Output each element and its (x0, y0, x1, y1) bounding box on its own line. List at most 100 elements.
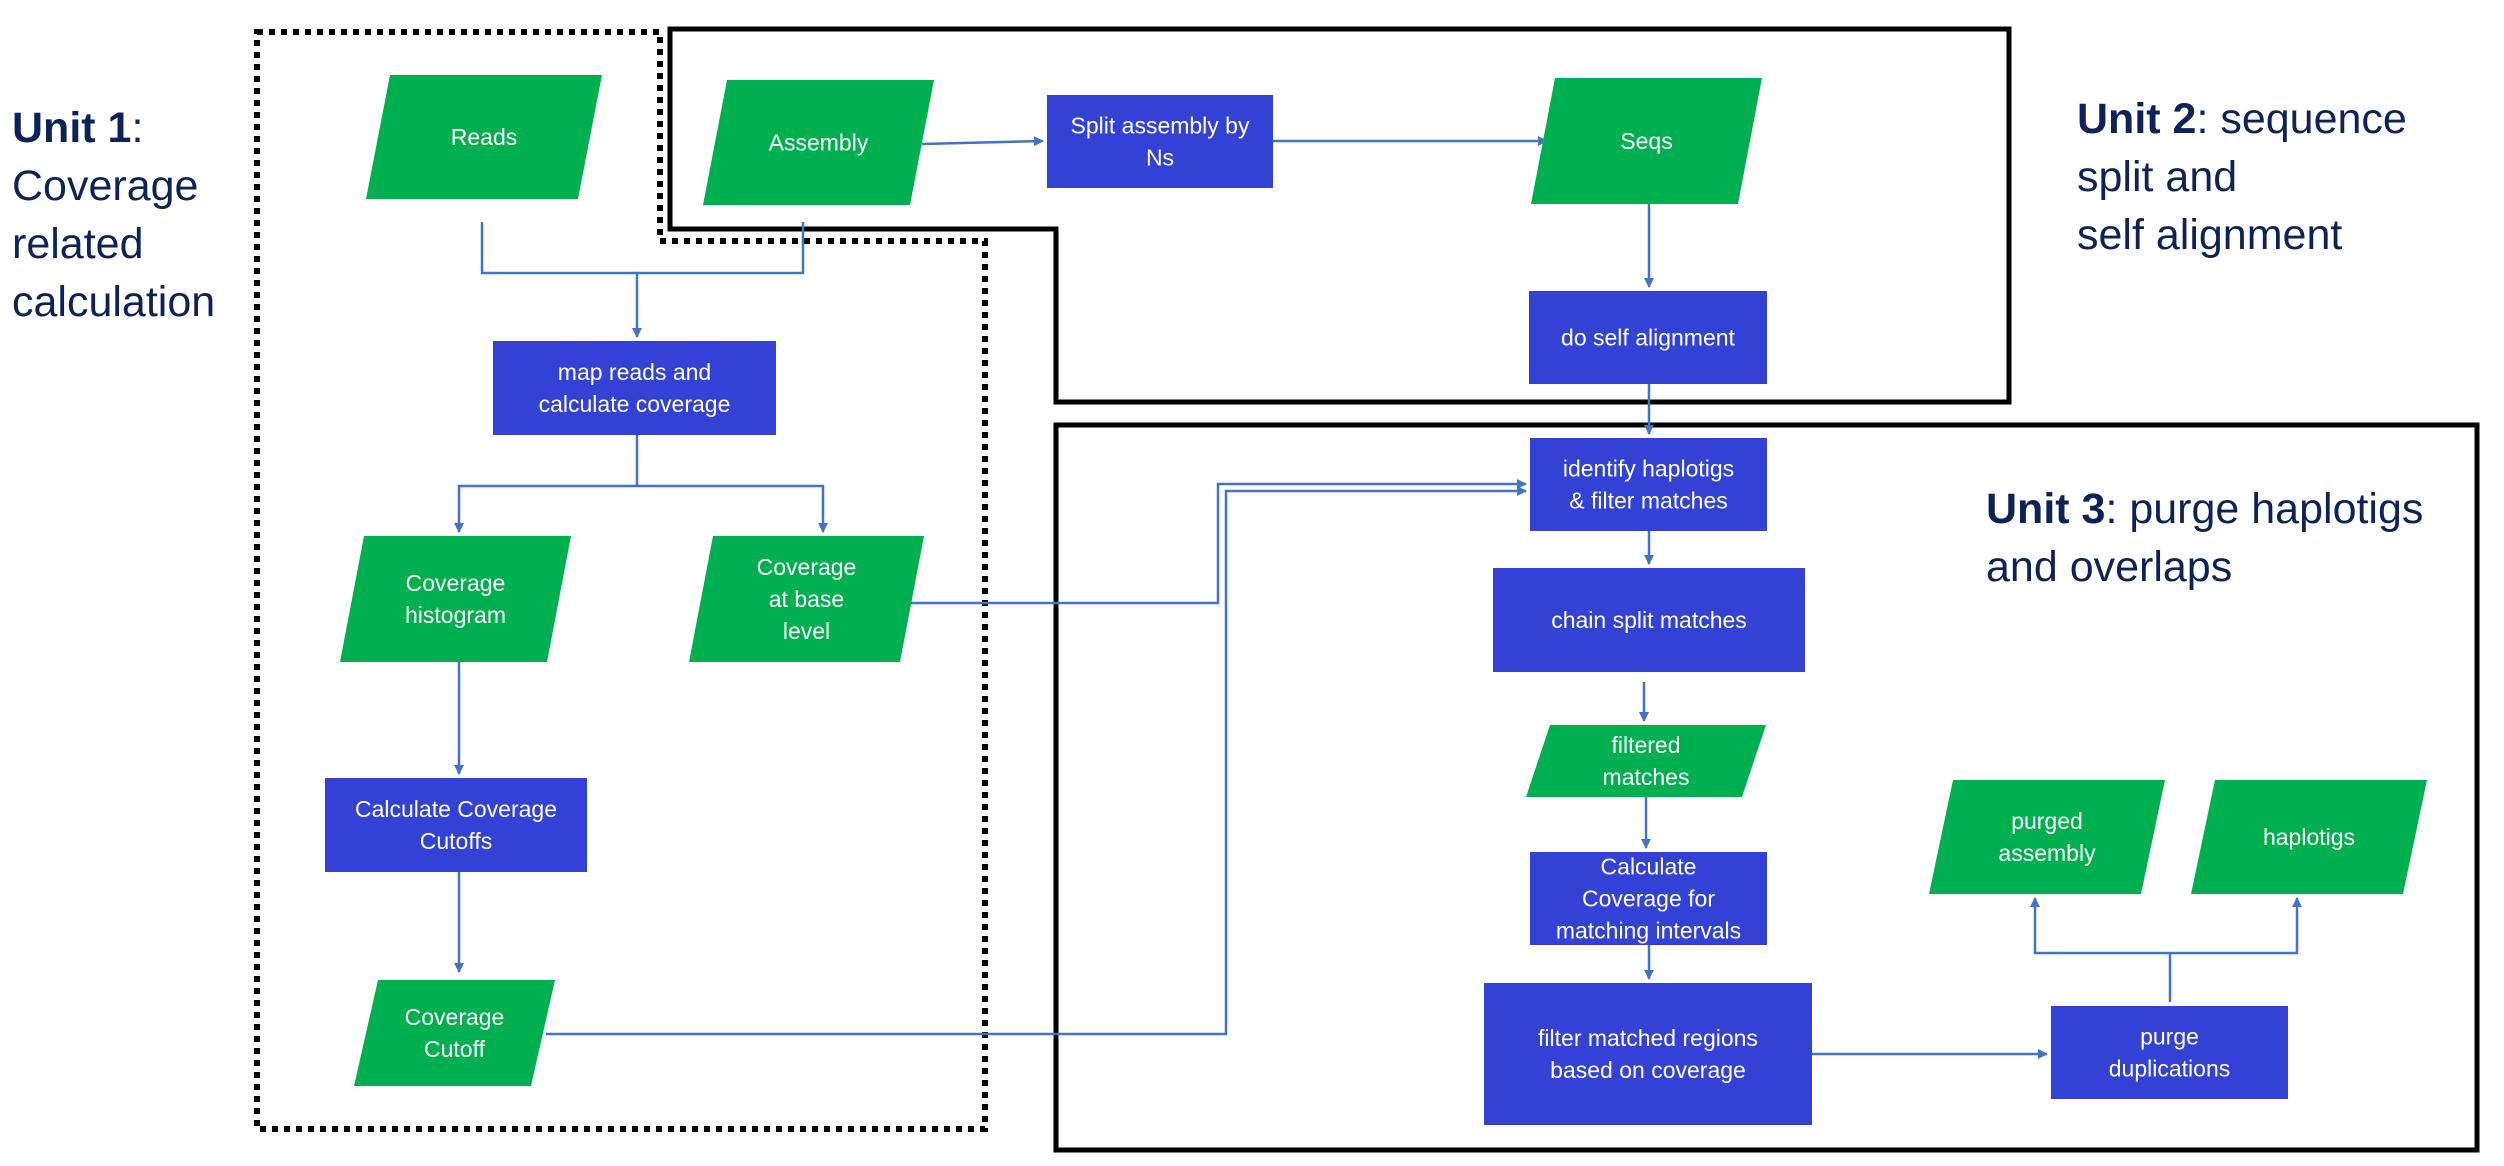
connector-assembly-to-map (632, 222, 805, 338)
connector-purge-to-haplotigs (2170, 897, 2302, 955)
unit2-label: Unit 2: sequence split and self alignment (2077, 95, 2407, 259)
calc-cutoffs-shape (325, 778, 587, 872)
purge-dup-shape (2051, 1006, 2288, 1099)
filtered-matches-shape (1526, 725, 1766, 797)
calc-coverage-intervals-shape (1530, 852, 1767, 945)
unit3-frame (1053, 422, 2480, 1153)
connector-reads-to-map (480, 222, 637, 275)
calc-coverage-intervals-label: Calculate (1601, 854, 1697, 880)
unit1-desc-line-2: related (12, 220, 143, 268)
node-reads: Reads (366, 75, 602, 199)
unit1-label: Unit 1: Coverage related calculation (12, 104, 215, 326)
chain-split-shape (1493, 568, 1805, 672)
coverage-cutoff-label: Coverage (405, 1004, 505, 1030)
node-filtered-matches: filtered matches (1526, 725, 1766, 797)
filter-regions-label: based on coverage (1550, 1057, 1746, 1083)
node-seqs: Seqs (1531, 78, 1762, 204)
purged-assembly-label: purged (2011, 808, 2083, 834)
connector-base-to-identify (906, 479, 1527, 605)
calc-coverage-intervals-label: Coverage for (1582, 886, 1715, 912)
connector-cutoff-to-identify (546, 486, 1527, 1036)
node-purge-dup: purge duplications (2051, 1006, 2288, 1099)
unit1-desc-line-1: Coverage (12, 162, 198, 210)
coverage-base-label: level (783, 618, 830, 644)
chain-split-label: chain split matches (1551, 607, 1747, 633)
node-purged-assembly: purged assembly (1929, 780, 2165, 894)
haplotigs-label: haplotigs (2263, 824, 2355, 850)
reads-shape (366, 75, 602, 199)
identify-haplotigs-label: & filter matches (1569, 488, 1728, 514)
purged-assembly-shape (1929, 780, 2165, 894)
unit1-title: Unit 1 (12, 104, 131, 152)
seqs-shape (1531, 78, 1762, 204)
node-coverage-base: Coverage at base level (689, 536, 924, 662)
node-chain-split: chain split matches (1493, 568, 1805, 672)
identify-haplotigs-shape (1530, 438, 1767, 531)
unit3-title-line: Unit 3: purge haplotigs (1986, 485, 2423, 533)
unit2-title-line: Unit 2: sequence (2077, 95, 2407, 143)
filter-regions-label: filter matched regions (1538, 1025, 1758, 1051)
node-assembly: Assembly (703, 80, 934, 205)
calc-coverage-intervals-label: matching intervals (1556, 918, 1741, 944)
purge-dup-label: purge (2140, 1024, 2199, 1050)
unit2-frame (667, 26, 2012, 405)
unit2-title: Unit 2 (2077, 95, 2196, 143)
node-map-reads: map reads and calculate coverage (493, 341, 776, 435)
filtered-matches-label: matches (1603, 764, 1690, 790)
split-assembly-shape (1047, 95, 1273, 188)
unit2-desc-line-0: : sequence (2196, 95, 2406, 143)
unit3-title: Unit 3 (1986, 485, 2105, 533)
connector-map-branch (454, 435, 639, 533)
coverage-base-label: Coverage (757, 554, 857, 580)
assembly-label: Assembly (769, 130, 869, 156)
connector-map-to-base (637, 484, 828, 533)
identify-haplotigs-label: identify haplotigs (1563, 456, 1734, 482)
filtered-matches-label: filtered (1611, 732, 1680, 758)
unit1-frame (254, 29, 988, 1132)
coverage-base-label: at base (769, 586, 844, 612)
unit2-desc-line-1: split and (2077, 153, 2237, 201)
connectors (454, 136, 2302, 1059)
unit3-desc-line-0: : purge haplotigs (2105, 485, 2423, 533)
haplotigs-shape (2191, 780, 2427, 894)
unit1-desc-line-0: : (131, 104, 143, 152)
node-split-assembly: Split assembly by Ns (1047, 95, 1273, 188)
unit1-desc-line-3: calculation (12, 278, 215, 326)
split-assembly-label: Split assembly by (1071, 113, 1250, 139)
unit1-title-line: Unit 1: (12, 104, 143, 152)
calc-cutoffs-label: Calculate Coverage (355, 796, 557, 822)
node-identify-haplotigs: identify haplotigs & filter matches (1530, 438, 1767, 531)
self-alignment-label: do self alignment (1561, 325, 1735, 351)
map-reads-label: map reads and (558, 359, 711, 385)
unit2-desc-line-2: self alignment (2077, 211, 2342, 259)
connector-assembly-to-split (921, 136, 1044, 147)
node-filter-regions: filter matched regions based on coverage (1484, 983, 1812, 1125)
split-assembly-label: Ns (1146, 145, 1174, 171)
nodes: Reads Assembly Split assembly by Ns Seqs do s… (325, 75, 2427, 1125)
coverage-histogram-label: Coverage (406, 570, 506, 596)
unit-labels: Unit 1: Coverage related calculation Unit 2:… (12, 95, 2423, 591)
coverage-histogram-label: histogram (405, 602, 506, 628)
reads-label: Reads (451, 124, 517, 150)
node-haplotigs: haplotigs (2191, 780, 2427, 894)
connector-purge-to-purged (2030, 897, 2170, 955)
coverage-cutoff-label: Cutoff (424, 1036, 486, 1062)
coverage-cutoff-shape (354, 980, 555, 1086)
coverage-histogram-shape (340, 536, 571, 662)
seqs-label: Seqs (1620, 128, 1672, 154)
map-reads-label: calculate coverage (539, 391, 731, 417)
self-alignment-shape (1529, 291, 1767, 384)
assembly-shape (703, 80, 934, 205)
coverage-base-shape (689, 536, 924, 662)
map-reads-shape (493, 341, 776, 435)
purged-assembly-label: assembly (1998, 840, 2096, 866)
node-coverage-histogram: Coverage histogram (340, 536, 571, 662)
purge-dup-label: duplications (2109, 1056, 2230, 1082)
filter-regions-shape (1484, 983, 1812, 1125)
calc-cutoffs-label: Cutoffs (420, 828, 492, 854)
unit3-desc-line-1: and overlaps (1986, 543, 2232, 591)
